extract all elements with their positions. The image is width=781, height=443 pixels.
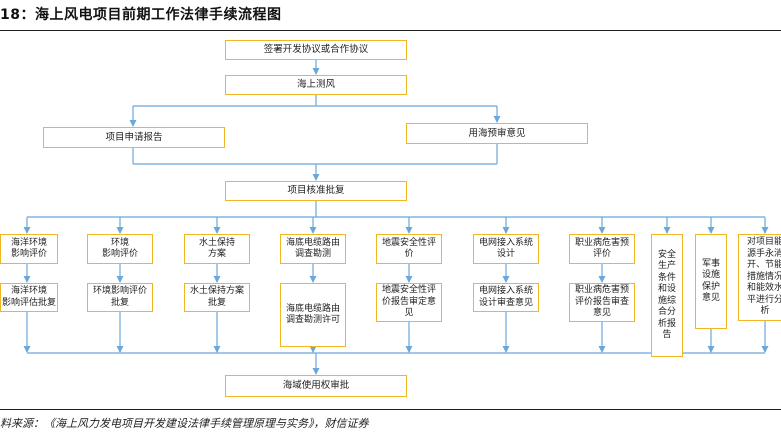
- occupational-hazard-assessment-box: 职业病危害预 评价: [569, 234, 635, 264]
- sea-use-opinion-box: 用海预审意见: [406, 123, 588, 144]
- env-impact-assessment-box: 环境 影响评价: [87, 234, 153, 264]
- sign-agreement-box: 签署开发协议或合作协议: [225, 40, 407, 60]
- top-rule: [0, 30, 781, 31]
- project-approval-box: 项目核准批复: [225, 181, 407, 201]
- marine-env-approval-box: 海洋环境 影响评估批复: [0, 283, 58, 312]
- source-note: 料来源：《海上风力发电项目开发建设法律手续管理原理与实务》，财信证券: [0, 417, 369, 430]
- safety-conditions-report-box: 安全 生产 条件 和设 施综 合分 析报 告: [651, 234, 683, 357]
- cable-route-survey-box: 海底电缆路由 调查勘测: [280, 234, 346, 264]
- wind-measurement-box: 海上测风: [225, 75, 407, 95]
- figure-title: 18：海上风电项目前期工作法律手续流程图: [0, 7, 282, 23]
- sea-area-use-approval-box: 海域使用权审批: [225, 375, 407, 397]
- bottom-rule: [0, 409, 781, 410]
- seismic-assessment-box: 地震安全性评 价: [376, 234, 442, 264]
- occupational-hazard-review-box: 职业病危害预 评价报告审查 意见: [569, 283, 635, 322]
- grid-connection-design-box: 电网接入系统 设计: [473, 234, 539, 264]
- grid-design-review-box: 电网接入系统 设计审查意见: [473, 283, 539, 312]
- env-impact-approval-box: 环境影响评价 批复: [87, 283, 153, 312]
- seismic-report-opinion-box: 地震安全性评 价报告审定意 见: [376, 283, 442, 322]
- marine-env-assessment-box: 海洋环境 影响评价: [0, 234, 58, 264]
- military-facility-opinion-box: 军事 设施 保护 意见: [695, 234, 727, 329]
- soil-conservation-approval-box: 水土保持方案 批复: [184, 283, 250, 312]
- cable-route-permit-box: 海底电缆路由 调查勘测许可: [280, 283, 346, 347]
- soil-conservation-plan-box: 水土保持 方案: [184, 234, 250, 264]
- project-application-box: 项目申请报告: [43, 127, 225, 148]
- energy-efficiency-analysis-box: 对项目能 源手永消 开、节能 措施情况 和能效水 平进行分 析: [738, 234, 781, 321]
